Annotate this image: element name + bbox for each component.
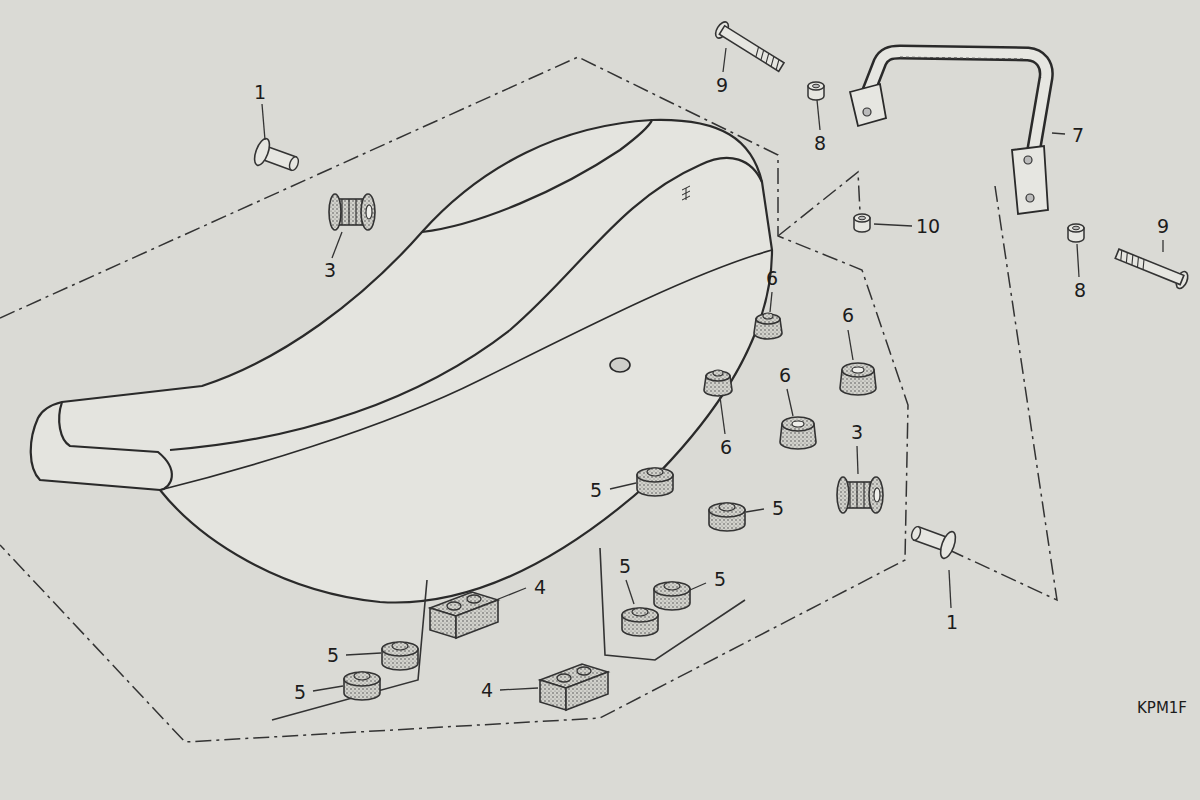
callout-number: 9: [714, 75, 730, 96]
callout-number: 6: [718, 437, 734, 458]
collar-part: [908, 519, 959, 560]
figure-code: KPM1F: [1135, 700, 1189, 717]
grommet-part: [837, 477, 883, 513]
seat-drawing: [31, 120, 772, 603]
callout-number: 1: [252, 82, 268, 103]
cushion-part: [704, 370, 732, 396]
cushion-part: [840, 363, 876, 395]
callout-number: 5: [588, 480, 604, 501]
callout-number: 4: [479, 680, 495, 701]
callout-number: 8: [1072, 280, 1088, 301]
callout-number: 6: [764, 268, 780, 289]
cushion-part: [654, 582, 690, 610]
rubber-block: [430, 592, 498, 638]
callout-number: 9: [1155, 216, 1171, 237]
callout-number: 3: [322, 260, 338, 281]
callout-number: 4: [532, 577, 548, 598]
grab-rail: [850, 52, 1048, 214]
group-outline: [0, 57, 1057, 742]
callout-number: 6: [840, 305, 856, 326]
grommet-part: [329, 194, 375, 230]
cushion-part: [780, 417, 816, 449]
rubber-block: [540, 664, 608, 710]
callout-number: 5: [292, 682, 308, 703]
group-bracket: [272, 548, 745, 720]
callout-number: 5: [712, 569, 728, 590]
cushion-part: [637, 468, 673, 496]
callout-number: 1: [944, 612, 960, 633]
cushion-part: [344, 672, 380, 700]
callout-number: 5: [325, 645, 341, 666]
nut-part: [854, 214, 870, 232]
collar-part: [252, 137, 303, 178]
bolt-part: [713, 20, 786, 75]
cushion-part: [382, 642, 418, 670]
collar-part: [808, 82, 824, 100]
callout-number: 5: [617, 556, 633, 577]
cushion-part: [622, 608, 658, 636]
callout-number: 10: [914, 216, 942, 237]
cushion-part: [709, 503, 745, 531]
callout-number: 5: [770, 498, 786, 519]
cushion-part: [754, 313, 782, 339]
leader-line: [262, 48, 1163, 691]
callout-number: 6: [777, 365, 793, 386]
bolt-part: [1114, 245, 1190, 290]
callout-number: 3: [849, 422, 865, 443]
callout-number: 7: [1070, 125, 1086, 146]
callout-number: 8: [812, 133, 828, 154]
collar-part: [1068, 224, 1084, 242]
